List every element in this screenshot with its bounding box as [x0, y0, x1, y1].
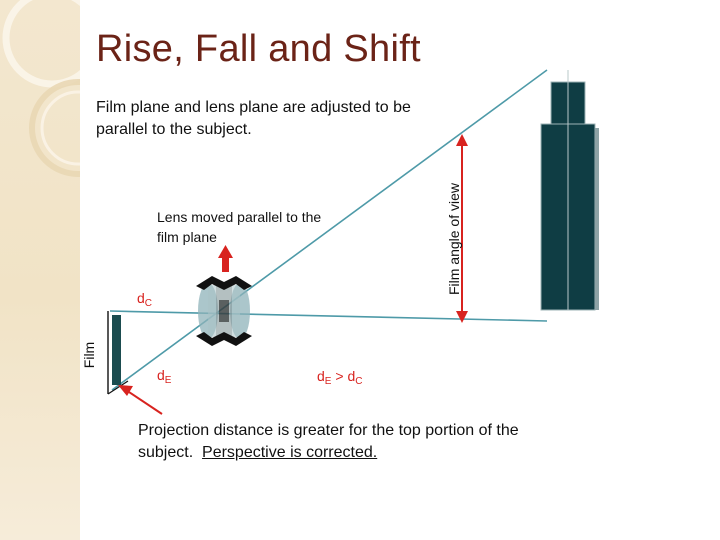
projection-note: Projection distance is greater for the t…	[138, 420, 558, 464]
projection-note-text: Projection distance is greater for the t…	[138, 422, 519, 461]
film-plate-icon	[107, 311, 129, 395]
dc-label: dC	[137, 290, 153, 309]
lens-shift-arrow	[218, 245, 233, 272]
camera-lens-icon	[196, 276, 252, 346]
intro-text: Film plane and lens plane are adjusted t…	[96, 99, 411, 138]
angle-of-view-label: Film angle of view	[446, 182, 462, 296]
building-icon	[540, 70, 599, 311]
perspective-corrected-text: Perspective is corrected.	[202, 444, 378, 461]
ray-to-top	[111, 69, 548, 391]
angle-of-view-arrow	[456, 134, 468, 323]
ray-to-center	[109, 310, 548, 322]
de-label: dE	[157, 367, 172, 386]
film-label: Film	[81, 341, 98, 369]
pointer-arrow	[118, 385, 163, 415]
page-title: Rise, Fall and Shift	[96, 28, 421, 70]
distance-comparison: dE > dC	[317, 368, 363, 387]
lens-note: Lens moved parallel to the film plane	[157, 209, 322, 245]
